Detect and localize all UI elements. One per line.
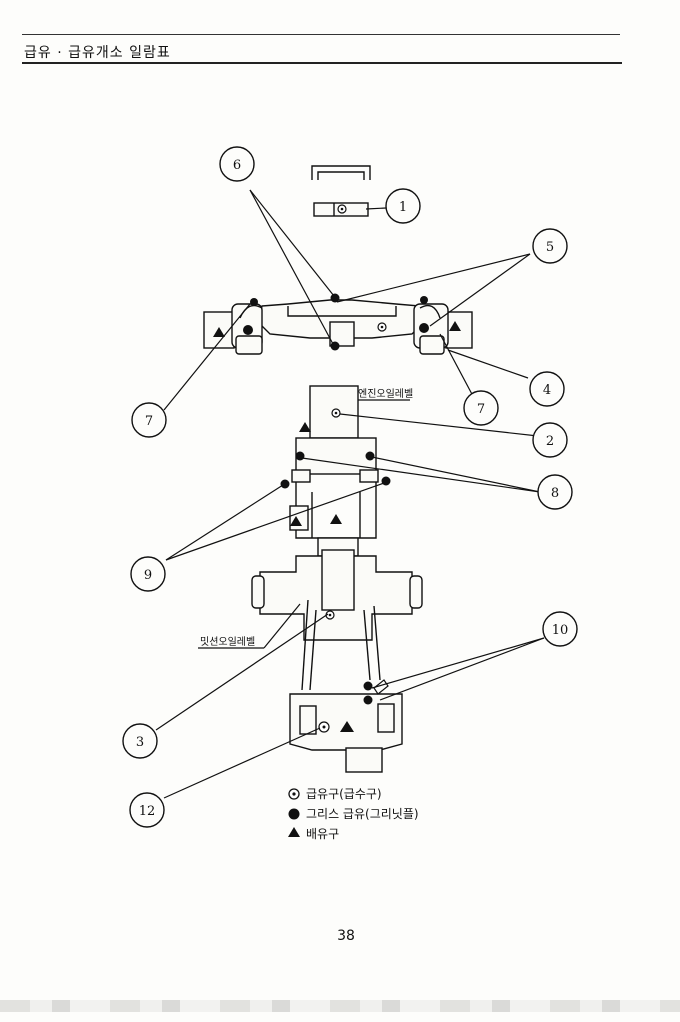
callout-2: 2	[532, 422, 568, 458]
legend-oil-filler-icon	[288, 788, 300, 800]
legend-grease-icon	[288, 808, 300, 820]
legend-drain-label: 배유구	[306, 827, 339, 841]
drive-shaft-part	[313, 202, 369, 217]
callout-9: 9	[130, 556, 166, 592]
legend-oil-filler-label: 급유구(급수구)	[306, 787, 382, 801]
svg-text:4: 4	[543, 383, 551, 398]
callout-12: 12	[129, 792, 165, 828]
callout-7-left: 7	[131, 402, 167, 438]
transmission-points	[318, 610, 389, 733]
engine-points	[280, 408, 391, 526]
transmission-body	[251, 537, 423, 773]
svg-text:7: 7	[477, 402, 485, 417]
legend-drain-icon	[288, 827, 300, 837]
leader-lines	[155, 189, 545, 799]
callout-4: 4	[529, 371, 565, 407]
callout-5: 5	[532, 228, 568, 264]
callout-10: 10	[542, 611, 578, 647]
mission-oil-level-label: 밋션오일레벨	[200, 636, 255, 648]
svg-text:5: 5	[546, 240, 554, 255]
engine-block	[289, 385, 379, 539]
callout-7-right: 7	[463, 390, 499, 426]
top-bracket-part	[311, 165, 371, 180]
callout-6: 6	[219, 146, 255, 182]
front-axle-oil-filler	[377, 322, 387, 332]
callout-1: 1	[385, 188, 421, 224]
svg-text:10: 10	[552, 623, 569, 638]
header-rule-top	[22, 34, 620, 35]
front-axle-grease-points	[243, 293, 429, 351]
header-rule-bottom	[22, 62, 622, 64]
svg-text:12: 12	[139, 804, 156, 819]
front-axle-drain-points	[213, 321, 461, 337]
svg-text:2: 2	[546, 434, 554, 449]
legend-grease-label: 그리스 급유(그리닛플)	[306, 807, 419, 821]
page-title: 급유 · 급유개소 일람표	[24, 45, 171, 61]
svg-text:1: 1	[399, 200, 407, 215]
lubrication-diagram: 엔진오일레벨 밋션오일레벨	[122, 146, 578, 841]
scan-edge-strip	[0, 1000, 680, 1012]
callout-3: 3	[122, 723, 158, 759]
svg-text:6: 6	[233, 158, 241, 173]
engine-oil-level-label: 엔진오일레벨	[358, 388, 413, 400]
svg-text:9: 9	[144, 568, 152, 583]
callout-8: 8	[537, 474, 573, 510]
svg-text:8: 8	[551, 486, 559, 501]
svg-text:7: 7	[145, 414, 153, 429]
svg-text:3: 3	[136, 735, 144, 750]
page-number: 38	[337, 928, 355, 944]
legend: 급유구(급수구) 그리스 급유(그리닛플) 배유구	[288, 787, 419, 841]
